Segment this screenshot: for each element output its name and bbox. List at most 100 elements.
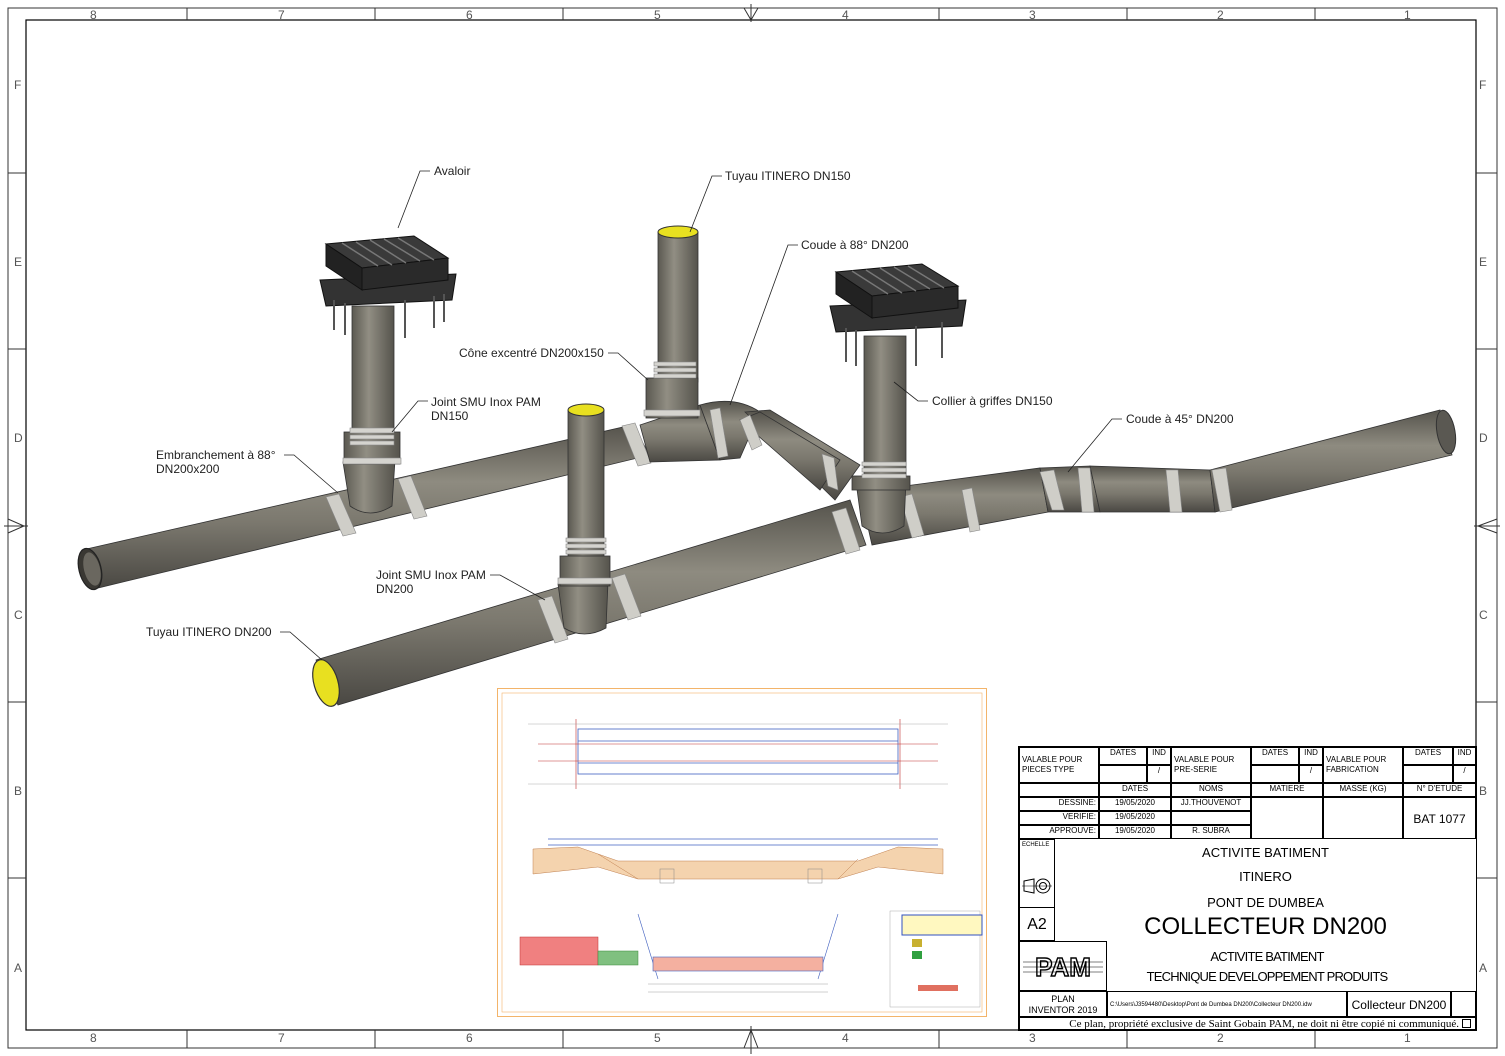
n-etude-value: BAT 1077: [1403, 797, 1476, 839]
dessine-nom: JJ.THOUVENOT: [1171, 797, 1251, 811]
file-name: Collecteur DN200: [1347, 991, 1451, 1017]
callout-coude-45: Coude à 45° DN200: [1126, 412, 1234, 426]
valable-pre-serie: VALABLE POUR PRE-SERIE: [1171, 747, 1251, 783]
zone-row: B: [14, 784, 23, 798]
dates-value: [1403, 765, 1453, 783]
callout-joint-dn200-size: DN200: [376, 582, 414, 596]
callout-tuyau-dn150: Tuyau ITINERO DN150: [725, 169, 851, 183]
ind-header: IND: [1453, 747, 1476, 765]
dessine-label: DESSINE:: [1019, 797, 1099, 811]
zone-col: 4: [842, 8, 849, 22]
pont-de-dumbea: PONT DE DUMBEA: [1207, 895, 1324, 910]
zone-col: 6: [466, 8, 473, 22]
dates-header: DATES: [1251, 747, 1299, 765]
valable-pieces-type: VALABLE POUR PIECES TYPE: [1019, 747, 1099, 783]
ind-value: /: [1299, 765, 1323, 783]
ind-value: /: [1453, 765, 1476, 783]
approuve-nom: R. SUBRA: [1171, 825, 1251, 839]
zone-col: 2: [1217, 8, 1224, 22]
verifie-date: 19/05/2020: [1099, 811, 1171, 825]
dates-value: [1251, 765, 1299, 783]
zone-col: 8: [90, 1031, 97, 1045]
format-a2: A2: [1019, 907, 1055, 941]
matiere-value: [1251, 797, 1323, 839]
zone-row: D: [14, 431, 23, 445]
zone-col: 4: [842, 1031, 849, 1045]
zone-row: B: [1479, 784, 1488, 798]
ind-value: /: [1147, 765, 1171, 783]
projection-symbol-icon: [1022, 875, 1052, 897]
ind-header: IND: [1147, 747, 1171, 765]
zone-col: 2: [1217, 1031, 1224, 1045]
zone-col: 5: [654, 1031, 661, 1045]
zone-col: 1: [1404, 8, 1411, 22]
back-elbow-run: [639, 400, 861, 501]
plan-type: PLAN INVENTOR 2019: [1019, 991, 1107, 1017]
ind-header: IND: [1299, 747, 1323, 765]
zone-col: 5: [654, 8, 661, 22]
zone-col: 1: [1404, 1031, 1411, 1045]
callout-joint-dn200: Joint SMU Inox PAM: [376, 568, 486, 582]
pam-logo-cell: [1019, 941, 1107, 991]
copyright-footer: Ce plan, propriété exclusive de Saint Go…: [1019, 1017, 1476, 1030]
zone-row: F: [1479, 78, 1487, 92]
zone-row: D: [1479, 431, 1488, 445]
riser-avaloir-right: [829, 263, 967, 491]
callout-embranchement-size: DN200x200: [156, 462, 220, 476]
blank-cell: [1451, 991, 1476, 1017]
callout-joint-dn150-size: DN150: [431, 409, 469, 423]
inventor-label: INVENTOR 2019: [1028, 1005, 1098, 1015]
n-etude-header: N° D'ETUDE: [1403, 783, 1476, 797]
verifie-label: VERIFIE:: [1019, 811, 1099, 825]
valable-fabrication: VALABLE POUR FABRICATION: [1323, 747, 1403, 783]
approuve-date: 19/05/2020: [1099, 825, 1171, 839]
zone-row: E: [14, 255, 23, 269]
dates-col-header: DATES: [1099, 783, 1171, 797]
pam-logo: PAM: [1023, 951, 1103, 983]
zone-row: A: [14, 961, 23, 975]
bridge-plan-thumbnail: [497, 688, 987, 1017]
matiere-header: MATIERE: [1251, 783, 1323, 797]
bridge-plan-thumbnail-drawing: [501, 692, 983, 1013]
callout-embranchement: Embranchement à 88°: [156, 448, 276, 462]
riser-tuyau-dn150: [643, 225, 701, 419]
zone-row: C: [1479, 608, 1488, 622]
callout-cone-excentre: Cône excentré DN200x150: [459, 346, 604, 360]
itinero: ITINERO: [1239, 869, 1292, 884]
right-pipe-run: [859, 409, 1457, 546]
masse-header: MASSE (KG): [1323, 783, 1403, 797]
activite-batiment: ACTIVITE BATIMENT: [1202, 845, 1329, 860]
zone-col: 3: [1029, 8, 1036, 22]
blank-cell: [1019, 783, 1099, 797]
dates-value: [1099, 765, 1147, 783]
callout-collier: Collier à griffes DN150: [932, 394, 1053, 408]
dessine-date: 19/05/2020: [1099, 797, 1171, 811]
drawing-title: COLLECTEUR DN200: [1144, 913, 1387, 940]
zone-row: C: [14, 608, 23, 622]
dates-header: DATES: [1099, 747, 1147, 765]
zone-col: 8: [90, 8, 97, 22]
callout-coude-88: Coude à 88° DN200: [801, 238, 909, 252]
title-block: VALABLE POUR PIECES TYPE DATES IND / VAL…: [1018, 746, 1477, 1031]
masse-value: [1323, 797, 1403, 839]
zone-col: 7: [278, 8, 285, 22]
zone-row: E: [1479, 255, 1488, 269]
zone-col: 3: [1029, 1031, 1036, 1045]
verifie-nom: [1171, 811, 1251, 825]
callout-tuyau-dn200: Tuyau ITINERO DN200: [146, 625, 272, 639]
riser-front-left: [557, 403, 613, 587]
callout-avaloir: Avaloir: [434, 164, 471, 178]
zone-row: A: [1479, 961, 1488, 975]
riser-avaloir-left: [319, 235, 457, 465]
zone-row: F: [14, 78, 22, 92]
activite-batiment-2: ACTIVITE BATIMENT: [1210, 949, 1324, 964]
callout-joint-dn150: Joint SMU Inox PAM: [431, 395, 541, 409]
approuve-label: APPROUVE:: [1019, 825, 1099, 839]
zone-col: 7: [278, 1031, 285, 1045]
file-path: C:\Users\J3594480\Desktop\Pont de Dumbea…: [1107, 991, 1347, 1017]
front-main-pipe: [312, 479, 925, 707]
plan-label: PLAN: [1051, 994, 1075, 1004]
technique-developpement: TECHNIQUE DEVELOPPEMENT PRODUITS: [1146, 969, 1389, 984]
zone-col: 6: [466, 1031, 473, 1045]
